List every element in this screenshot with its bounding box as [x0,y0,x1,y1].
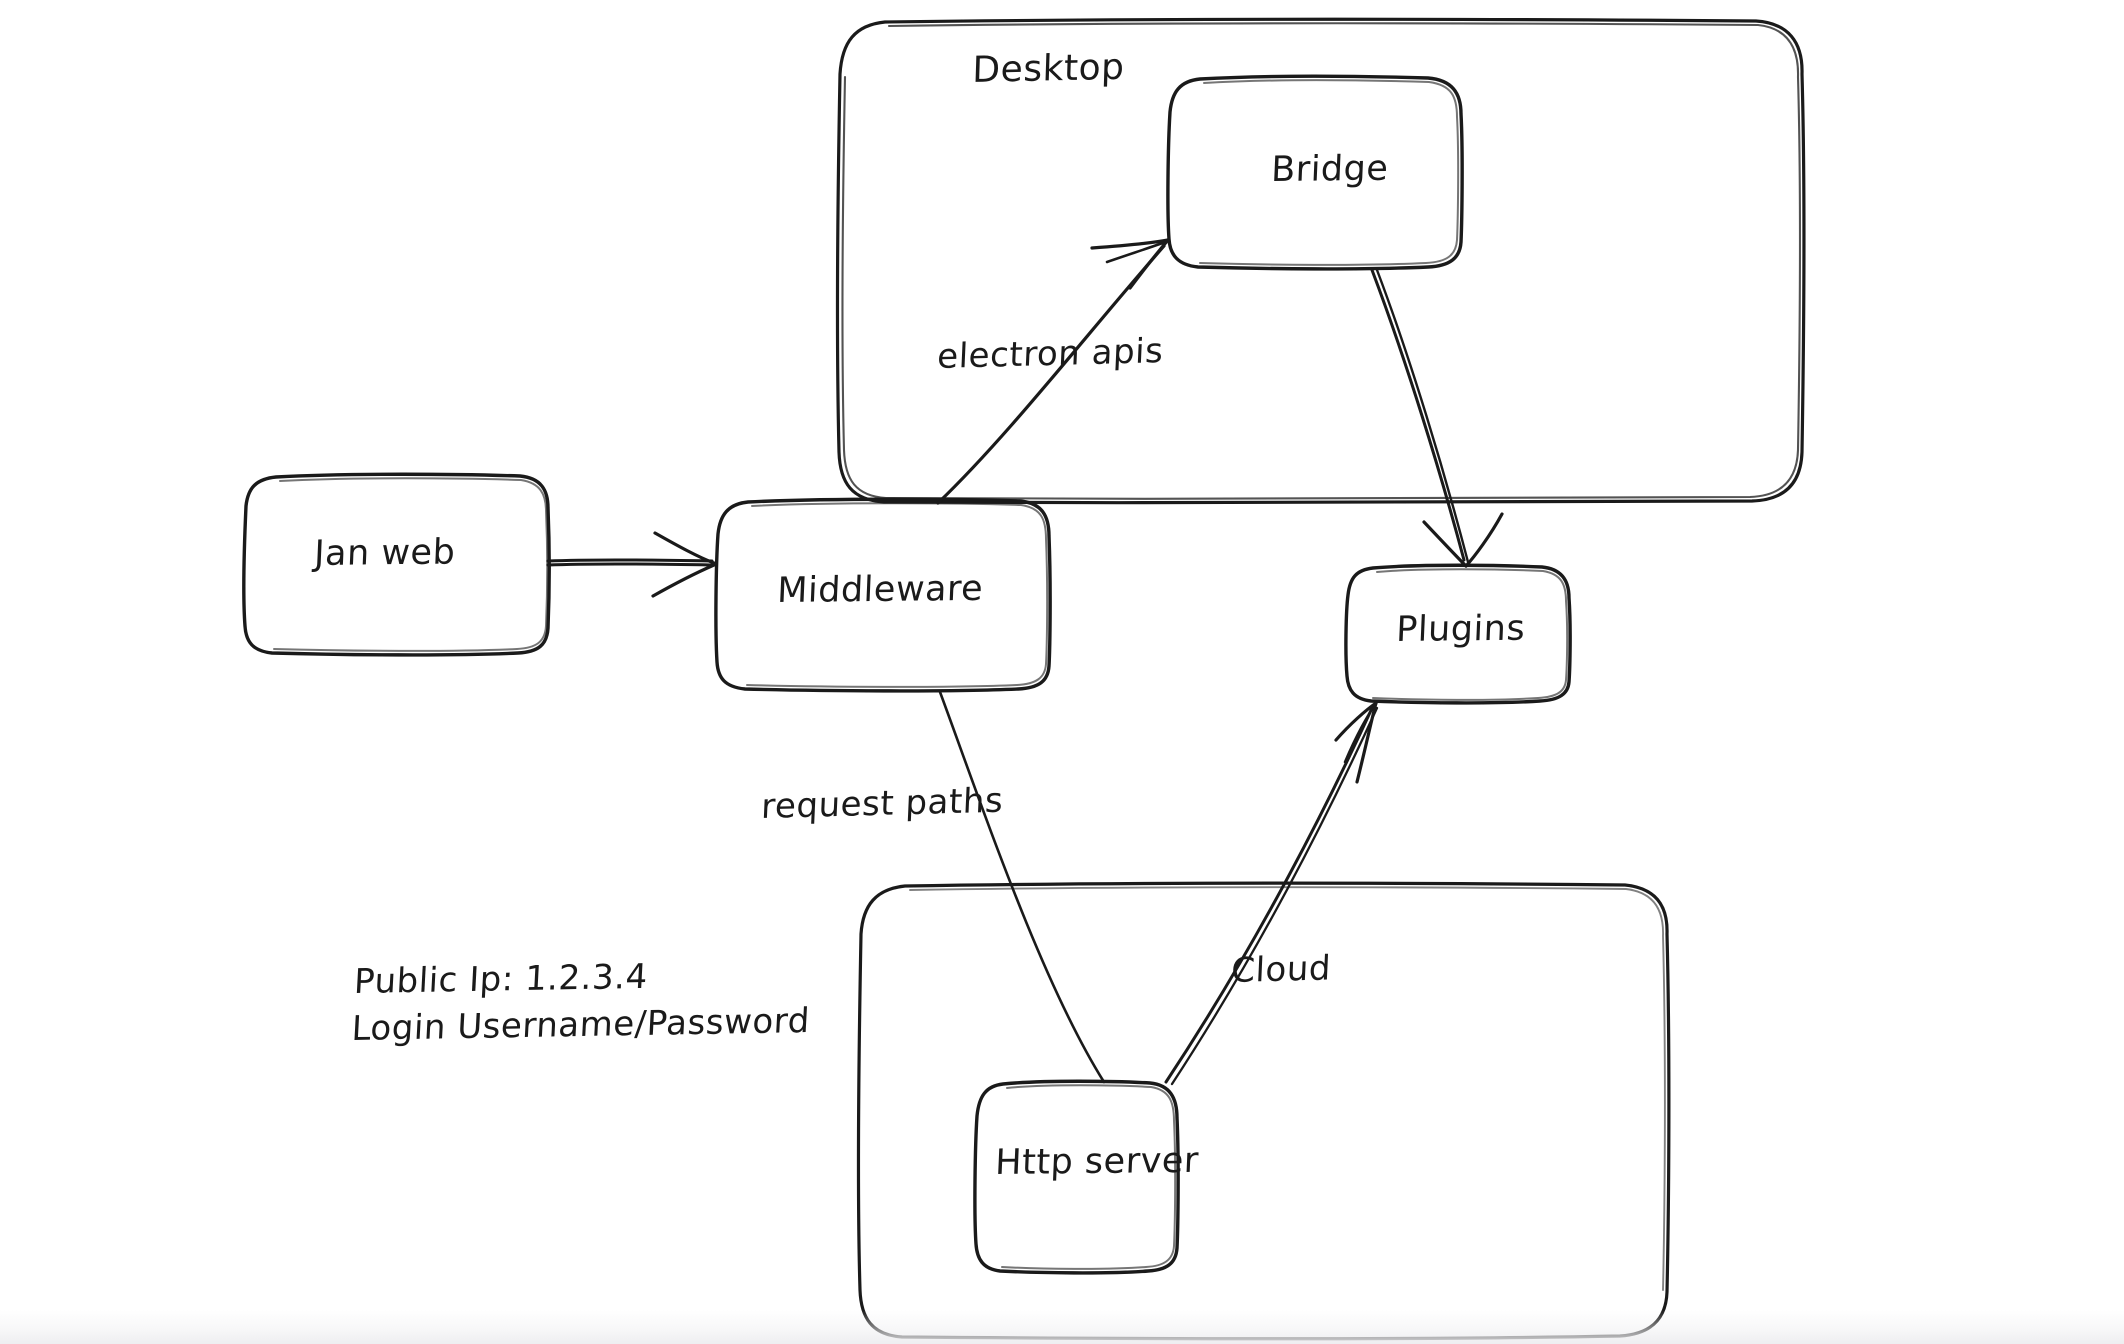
edge-label-request-paths: request paths [760,780,1005,827]
edge-jan-web-to-middleware [546,531,716,598]
node-label-plugins: Plugins [1395,608,1527,650]
note-public-ip: Public Ip: 1.2.3.4 [353,956,649,1002]
node-label-middleware: Middleware [776,568,985,611]
node-plugins[interactable] [1344,563,1572,705]
node-bridge[interactable] [1166,74,1464,271]
container-title-desktop: Desktop [971,46,1126,91]
node-http-server[interactable] [973,1079,1180,1275]
node-label-http-server: Http server [994,1140,1200,1183]
container-desktop [835,17,1806,505]
node-label-bridge: Bridge [1270,148,1390,190]
edge-middleware-to-http-server [938,690,1106,1084]
edge-label-electron-apis: electron apis [936,331,1165,377]
note-login: Login Username/Password [350,1000,811,1049]
note-block: Public Ip: 1.2.3.4 Login Username/Passwo… [350,957,813,1058]
edge-label-cloud: Cloud [1230,948,1332,991]
edge-http-server-to-plugins [1164,701,1379,1086]
edge-middleware-to-bridge [936,238,1170,505]
node-label-jan-web: Jan web [313,532,457,574]
edge-bridge-to-plugins [1370,268,1504,568]
node-jan-web[interactable] [242,472,551,657]
